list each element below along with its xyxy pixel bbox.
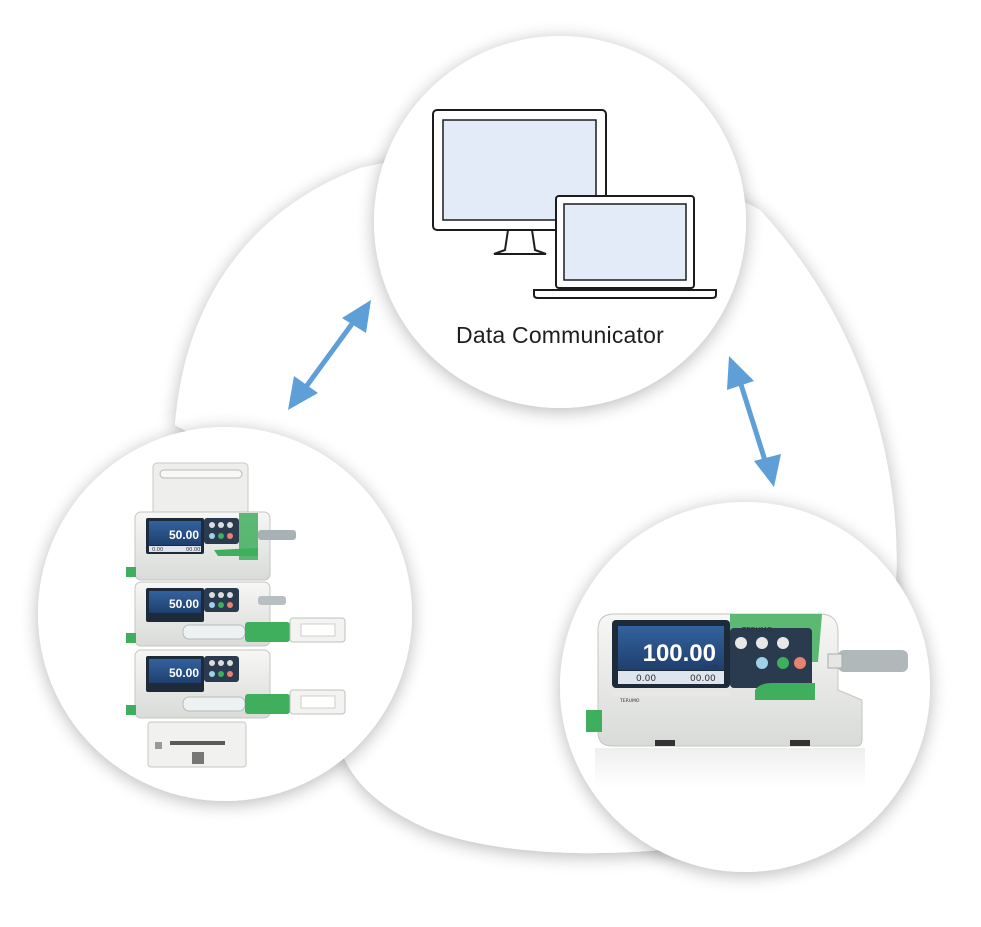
- stack-pump-3: 50.00: [126, 649, 346, 719]
- svg-text:TERUMO: TERUMO: [619, 698, 640, 704]
- arrow-hub-to-pump: [727, 356, 781, 487]
- stack-display-3: 50.00: [169, 666, 199, 680]
- stack-pump-1: 50.00 0.00 00.00: [126, 511, 296, 581]
- stack-display-1: 50.00: [169, 528, 199, 542]
- svg-text:00.00: 00.00: [186, 547, 200, 553]
- pump-stack: 50.00 0.00 00.00 50.00: [126, 462, 346, 768]
- pump-sub-value-1: 0.00: [636, 674, 656, 684]
- stack-pump-2: 50.00: [126, 581, 346, 647]
- hub-label: Data Communicator: [456, 322, 664, 348]
- pump-unit: mL/h: [705, 664, 718, 670]
- single-pump: 100.00 mL/h 0.00 00.00 TERUMO TERUMO: [586, 613, 908, 788]
- laptop-icon: [533, 195, 717, 299]
- pump-sub-value-2: 00.00: [690, 674, 716, 684]
- stack-display-2: 50.00: [169, 597, 199, 611]
- svg-text:0.00: 0.00: [152, 547, 163, 553]
- brand-logo: TERUMO: [741, 626, 773, 634]
- arrow-stack-to-hub: [288, 300, 371, 410]
- stack-base-unit: [147, 721, 247, 768]
- pump-display-value: 100.00: [643, 640, 716, 667]
